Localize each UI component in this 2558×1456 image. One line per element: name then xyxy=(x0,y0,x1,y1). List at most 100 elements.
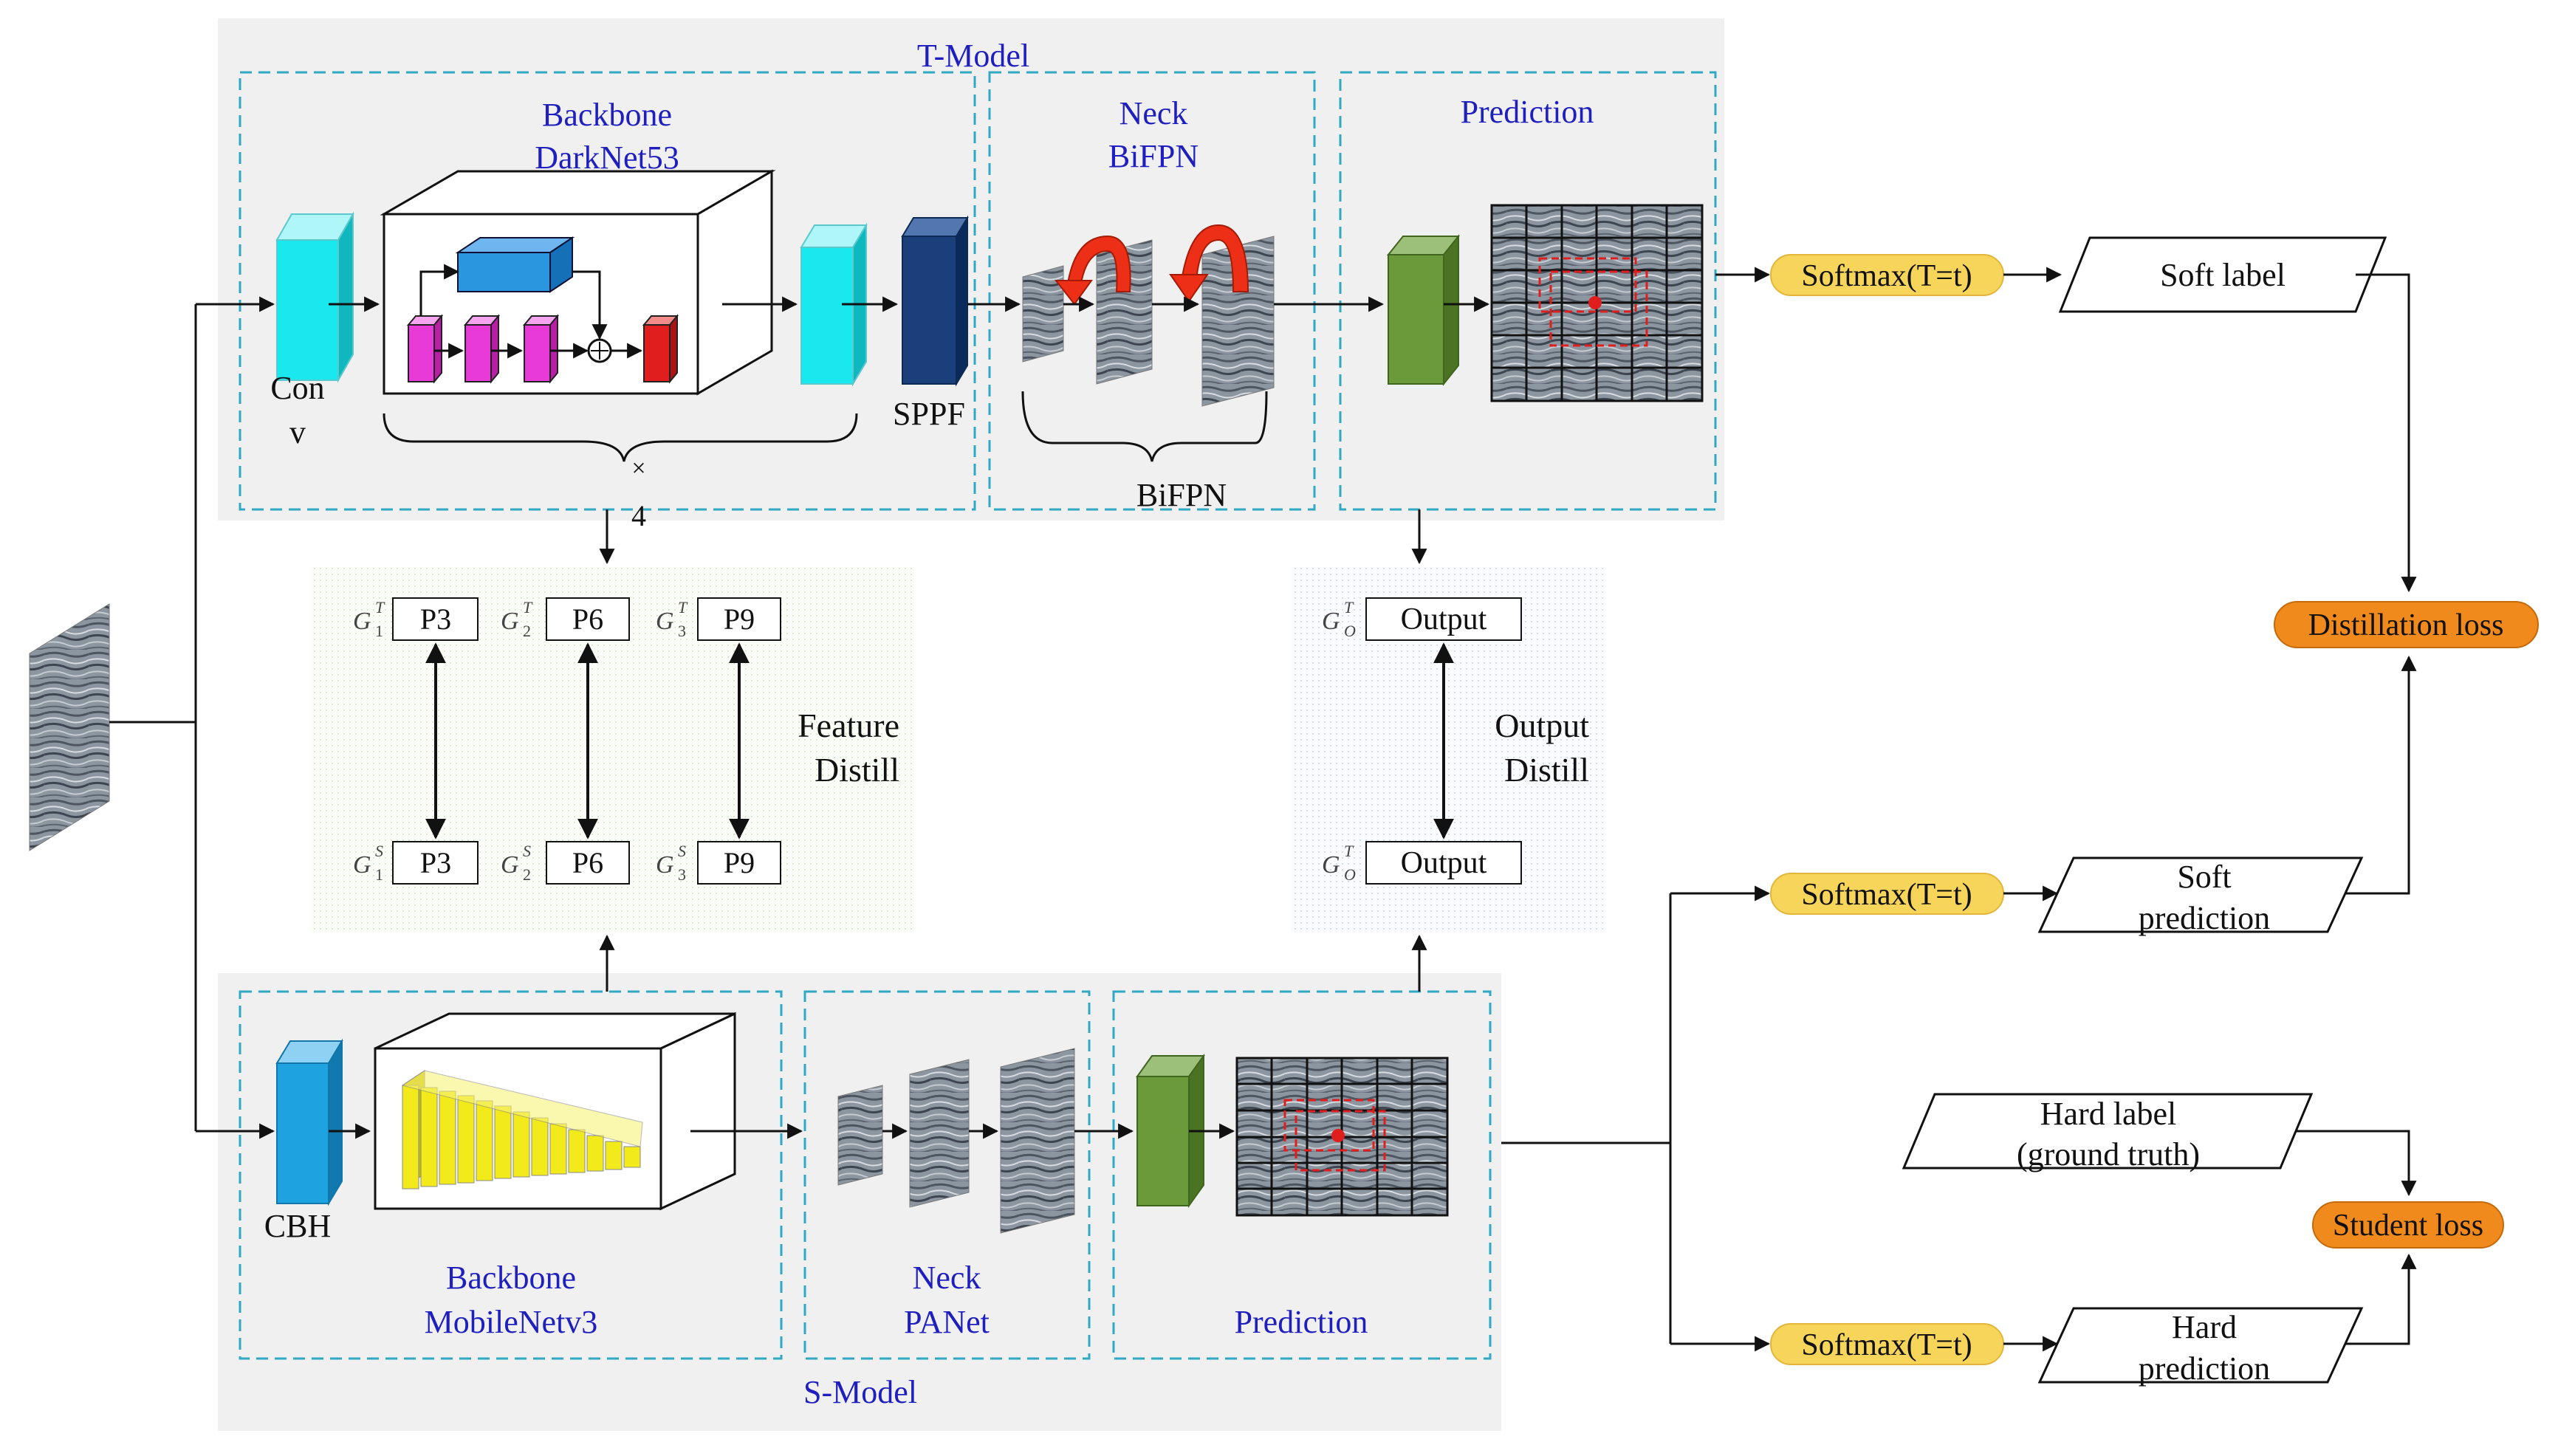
s-prediction-title: Prediction xyxy=(1235,1304,1368,1340)
feature-g3s: G xyxy=(656,851,674,879)
output-distill-panel: G T O Output G T O Output Output Distill xyxy=(1291,567,1606,933)
t-repeat-brace xyxy=(383,413,858,462)
svg-text:2: 2 xyxy=(523,865,531,884)
feature-student-p9 xyxy=(697,841,781,885)
s-neck-feature-maps xyxy=(837,1048,1075,1234)
svg-text:T: T xyxy=(1344,598,1354,617)
soft-prediction-box xyxy=(2037,856,2364,933)
t-repeat-count: 4 xyxy=(631,499,646,532)
t-conv-label-2: v xyxy=(289,414,306,450)
svg-text:P9: P9 xyxy=(724,846,755,879)
s-model-title: S-Model xyxy=(803,1374,917,1410)
t-bifpn-curve-arrows xyxy=(1054,224,1249,306)
t-magenta-blocks xyxy=(406,314,560,384)
svg-text:S: S xyxy=(523,842,531,860)
svg-text:2: 2 xyxy=(523,622,531,640)
svg-text:(ground truth): (ground truth) xyxy=(2017,1136,2200,1172)
svg-text:P6: P6 xyxy=(572,602,603,636)
distillation-loss xyxy=(2274,601,2539,648)
svg-text:1: 1 xyxy=(375,622,383,640)
input-image xyxy=(29,603,110,851)
svg-text:Soft: Soft xyxy=(2177,859,2231,895)
student-loss xyxy=(2312,1201,2504,1249)
feature-distill-label: Feature xyxy=(798,707,899,744)
svg-text:Softmax(T=t): Softmax(T=t) xyxy=(1801,259,1972,293)
svg-text:prediction: prediction xyxy=(2139,1350,2270,1387)
output-gso: G xyxy=(1322,851,1340,879)
svg-text:Soft label: Soft label xyxy=(2160,257,2286,293)
s-prediction-grid xyxy=(1235,1057,1449,1217)
feature-g3t: G xyxy=(656,608,674,635)
s-cbh-label: CBH xyxy=(264,1208,331,1244)
s-backbone-title: Backbone xyxy=(446,1260,576,1296)
s-yellow-layers xyxy=(401,1070,643,1189)
svg-text:Softmax(T=t): Softmax(T=t) xyxy=(1801,878,1972,912)
svg-text:T: T xyxy=(678,598,688,617)
t-conv-block-2 xyxy=(800,222,868,387)
svg-text:T: T xyxy=(375,598,385,617)
svg-text:O: O xyxy=(1344,865,1356,884)
t-model-title: T-Model xyxy=(917,38,1029,74)
svg-text:T: T xyxy=(523,598,533,617)
output-student-box xyxy=(1365,841,1522,885)
output-gto: G xyxy=(1322,608,1340,635)
svg-text:prediction: prediction xyxy=(2139,900,2270,936)
svg-text:P6: P6 xyxy=(572,846,603,879)
s-backbone-box xyxy=(239,990,783,1360)
svg-text:Hard: Hard xyxy=(2172,1309,2237,1345)
svg-text:Output: Output xyxy=(1401,602,1487,636)
feature-g1s: G xyxy=(353,851,371,879)
svg-text:T: T xyxy=(1344,842,1354,860)
t-sppf-block xyxy=(901,215,969,387)
svg-text:S: S xyxy=(678,842,686,860)
t-neck-brace-label: BiFPN xyxy=(1136,477,1227,513)
feature-distill-label-2: Distill xyxy=(815,751,899,789)
s-mobilenet-box xyxy=(374,1012,736,1211)
feature-g2s: G xyxy=(501,851,519,879)
s-neck-title: Neck xyxy=(913,1260,981,1296)
output-distill-label-2: Distill xyxy=(1504,751,1589,789)
svg-text:P9: P9 xyxy=(724,602,755,636)
svg-text:3: 3 xyxy=(678,622,686,640)
hard-prediction-box xyxy=(2037,1307,2364,1384)
svg-text:O: O xyxy=(1344,622,1356,640)
feature-student-p3 xyxy=(392,841,479,885)
s-backbone-subtitle: MobileNetv3 xyxy=(425,1304,598,1340)
svg-text:Hard label: Hard label xyxy=(2040,1096,2176,1132)
feature-teacher-p3 xyxy=(392,597,479,641)
output-distill-label: Output xyxy=(1495,707,1589,744)
t-sppf-label: SPPF xyxy=(893,396,965,432)
feature-student-p6 xyxy=(546,841,630,885)
svg-text:Student loss: Student loss xyxy=(2333,1209,2483,1243)
t-prediction-head xyxy=(1386,234,1461,386)
t-backbone-title: Backbone xyxy=(542,97,672,133)
svg-text:Softmax(T=t): Softmax(T=t) xyxy=(1801,1328,1972,1362)
t-conv-block xyxy=(275,211,354,383)
t-prediction-title: Prediction xyxy=(1461,94,1594,130)
t-neck-subtitle: BiFPN xyxy=(1108,138,1199,174)
s-model-panel: Backbone MobileNetv3 Neck PANet Predicti… xyxy=(218,973,1501,1431)
t-neck-brace xyxy=(1021,391,1268,462)
s-prediction-box xyxy=(1112,990,1492,1360)
svg-text:Distillation loss: Distillation loss xyxy=(2308,608,2504,642)
svg-text:3: 3 xyxy=(678,865,686,884)
t-prediction-grid xyxy=(1490,204,1704,402)
t-prediction-box xyxy=(1339,71,1717,511)
feature-teacher-p9 xyxy=(697,597,781,641)
svg-text:S: S xyxy=(375,842,383,860)
t-residual-box xyxy=(380,169,776,396)
feature-distill-panel: G T 1 P3 G T 2 P6 G T 3 P9 G S 1 P3 G S … xyxy=(310,567,914,933)
t-repeat-label: × xyxy=(631,455,645,482)
feature-g1t: G xyxy=(353,608,371,635)
feature-g2t: G xyxy=(501,608,519,635)
right-flow: Softmax(T=t) Soft label Distillation los… xyxy=(1501,236,2539,1387)
s-cbh-block xyxy=(275,1038,343,1206)
t-model-panel: T-Model Backbone DarkNet53 Neck BiFPN Pr… xyxy=(218,18,1724,532)
output-teacher-box xyxy=(1365,597,1522,641)
t-backbone-subtitle: DarkNet53 xyxy=(535,140,679,176)
svg-text:P3: P3 xyxy=(420,846,451,879)
svg-text:P3: P3 xyxy=(420,602,451,636)
t-neck-feature-maps xyxy=(1022,236,1275,407)
